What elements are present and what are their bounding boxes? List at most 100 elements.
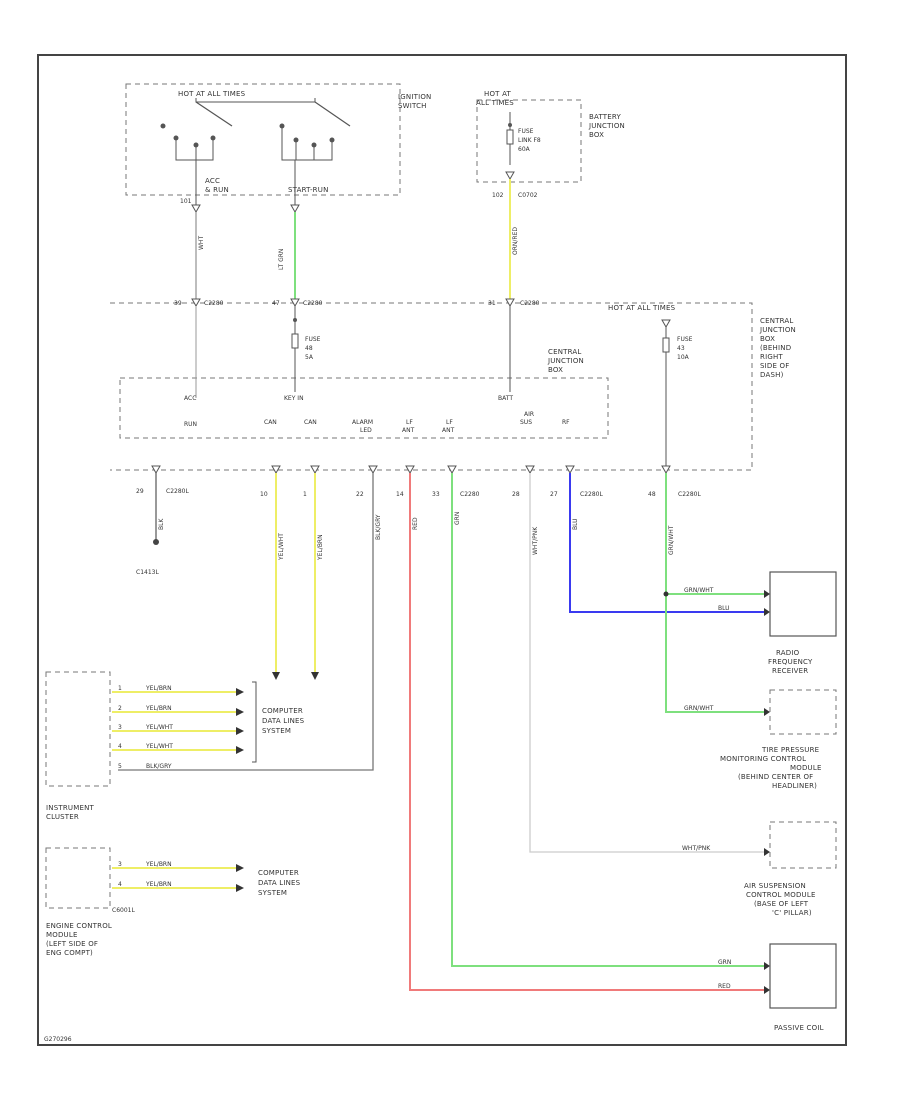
cjb-acc-conn: C2280 xyxy=(204,300,224,307)
tpms-grn-label: GRN/WHT xyxy=(684,705,714,712)
cluster-label-2: CLUSTER xyxy=(46,813,79,821)
fuse43-3: 10A xyxy=(677,354,690,361)
wl-air: WHT/PNK xyxy=(532,526,539,555)
ground-icon xyxy=(153,539,159,545)
fuse48-3: 5A xyxy=(305,354,314,361)
ecm-pin-2: 4 xyxy=(118,881,122,888)
wl-acc: WHT xyxy=(198,236,205,250)
cjb-inner-2: JUNCTION xyxy=(547,357,584,365)
ign-out-key: START-RUN xyxy=(288,186,329,194)
lower-terminals: 29 C2280L 10 1 22 14 33 C2280 28 27 C228… xyxy=(136,465,701,498)
cjb-label-5: RIGHT xyxy=(760,353,783,361)
wl-rf: BLU xyxy=(572,518,579,530)
rf-label-2: FREQUENCY xyxy=(768,658,813,666)
conn-10: 10 xyxy=(260,491,268,498)
wl-can1: YEL/WHT xyxy=(278,533,285,561)
bjb-pin: 102 xyxy=(492,192,504,199)
cl-pin-2: 2 xyxy=(118,705,122,712)
ignition-label-2: SWITCH xyxy=(398,102,427,110)
conn-28: 28 xyxy=(512,491,520,498)
switch-arm-2 xyxy=(314,101,351,127)
cl-wire-3: YEL/WHT xyxy=(145,724,173,731)
tpms-label-1: TIRE PRESSURE xyxy=(761,746,819,754)
pin-lf2-1: LF xyxy=(446,419,453,426)
air-label-3: (BASE OF LEFT xyxy=(754,900,809,908)
conn-14: 14 xyxy=(396,491,404,498)
coil-red-label: RED xyxy=(718,983,731,990)
pin-can1: CAN xyxy=(264,419,277,426)
rf-blu-label: BLU xyxy=(718,605,730,612)
passive-coil-box xyxy=(769,943,837,1009)
pin-batt: BATT xyxy=(498,395,513,402)
cjb-key-pin: 47 xyxy=(272,300,280,307)
wire-air xyxy=(529,473,764,853)
air-suspension-box xyxy=(769,821,837,869)
conn-29-pin: 29 xyxy=(136,488,144,495)
cjb-inner-3: BOX xyxy=(548,366,563,374)
conn-33-pin: 33 xyxy=(432,491,440,498)
pin-alarm-2: LED xyxy=(360,427,372,434)
cjb-header: HOT AT ALL TIMES xyxy=(608,304,676,312)
cdl1-1: COMPUTER xyxy=(262,707,303,715)
cl-wire-2: YEL/BRN xyxy=(145,705,172,712)
wire-48 xyxy=(665,473,764,713)
pin-alarm-1: ALARM xyxy=(352,419,373,426)
pin-can2: CAN xyxy=(304,419,317,426)
splice-icon xyxy=(663,591,669,597)
bjb-header-1: HOT AT xyxy=(484,90,512,98)
pin-air-1: AIR xyxy=(524,411,534,418)
ecm-conn: C6001L xyxy=(112,907,135,914)
ecm-wire-1: YEL/BRN xyxy=(145,861,172,868)
wire-alarm xyxy=(118,473,374,771)
wl-key: LT GRN xyxy=(278,249,285,270)
bjb-fuse-1: FUSE xyxy=(518,128,534,135)
ign-out-acc: ACC xyxy=(205,177,220,185)
ecm-label-1: ENGINE CONTROL xyxy=(46,922,112,930)
wire-lf-red xyxy=(409,473,764,991)
wl-lf2: GRN xyxy=(454,512,461,525)
cdl1-2: DATA LINES xyxy=(262,717,305,725)
tpms-label-5: HEADLINER) xyxy=(772,782,817,790)
ecm-pin-1: 3 xyxy=(118,861,122,868)
fuse43-1: FUSE xyxy=(677,336,693,343)
rf-label-1: RADIO xyxy=(776,649,800,657)
fuse43-2: 43 xyxy=(677,345,685,352)
switch-arm-1 xyxy=(195,101,233,127)
wire-rf xyxy=(569,473,764,613)
tpms-label-4: (BEHIND CENTER OF xyxy=(738,773,813,781)
cjb-label-1: CENTRAL xyxy=(760,317,794,325)
pin-rf: RF xyxy=(562,419,570,426)
fuse48-2: 48 xyxy=(305,345,313,352)
bjb-connector: C0702 xyxy=(518,192,538,199)
cjb-batt-conn: C2280 xyxy=(520,300,540,307)
conn-33: C2280 xyxy=(460,491,480,498)
pin-acc: ACC xyxy=(184,395,196,402)
fuse48-1: FUSE xyxy=(305,336,321,343)
cl-wire-5: BLK/GRY xyxy=(146,763,172,770)
terminal-batt xyxy=(505,171,515,181)
bjb-label-2: JUNCTION xyxy=(588,122,625,130)
ignition-switch: HOT AT ALL TIMES IGNITION SWITCH ACC & R… xyxy=(125,83,431,205)
conn-48: C2280L xyxy=(678,491,701,498)
rf-grn-label: GRN/WHT xyxy=(684,587,714,594)
cl-pin-3: 3 xyxy=(118,724,122,731)
ecm-label-2: MODULE xyxy=(46,931,78,939)
wl-batt: ORN/RED xyxy=(512,227,519,255)
terminal-acc xyxy=(191,204,201,214)
pin-lf2-2: ANT xyxy=(442,427,455,434)
ignition-header: HOT AT ALL TIMES xyxy=(178,90,246,98)
instrument-cluster-box xyxy=(45,671,111,787)
cl-pin-5: 5 xyxy=(118,763,122,770)
coil-grn-label: GRN xyxy=(718,959,731,966)
pin-lf-2: ANT xyxy=(402,427,415,434)
tpms-label-3: MODULE xyxy=(790,764,822,772)
cluster-pins: 1 YEL/BRN 2 YEL/BRN 3 YEL/WHT 4 YEL/WHT … xyxy=(112,685,244,770)
pin-lf-1: LF xyxy=(406,419,413,426)
tpms-box xyxy=(769,689,837,735)
cluster-label-1: INSTRUMENT xyxy=(46,804,95,812)
arrow-can2 xyxy=(311,672,319,680)
bjb-label-1: BATTERY xyxy=(589,113,622,121)
cjb-acc-pin: 39 xyxy=(174,300,182,307)
cdl2-3: SYSTEM xyxy=(258,889,287,897)
conn-22: 22 xyxy=(356,491,364,498)
